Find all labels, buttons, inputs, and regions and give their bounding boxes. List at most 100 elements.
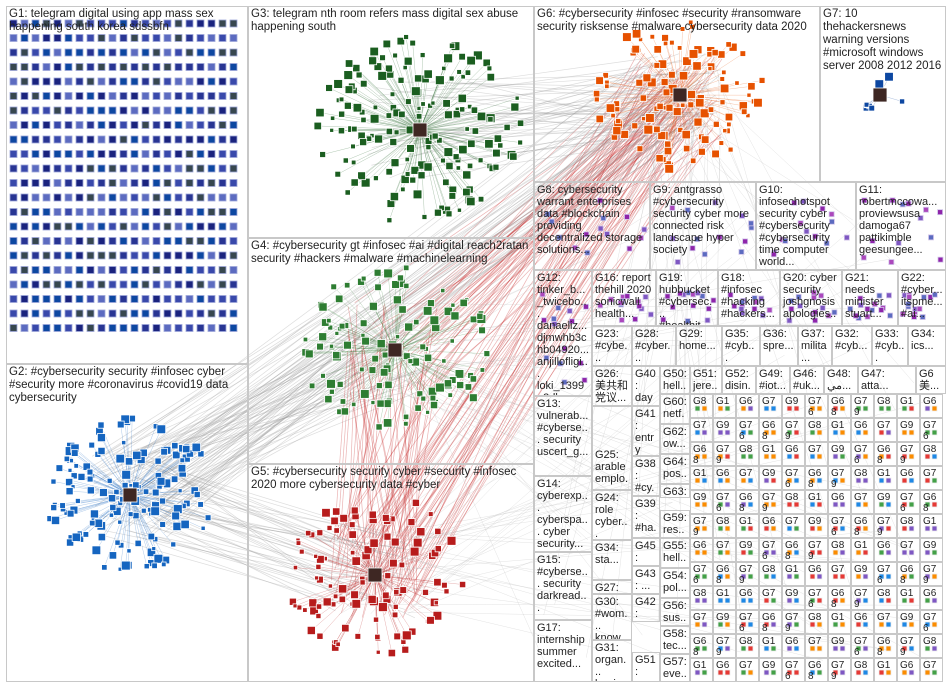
group-label-g56: G56: sus... xyxy=(663,600,687,626)
tiny-group-cell: G6 xyxy=(828,490,851,514)
tiny-group-label: G79 xyxy=(831,660,848,682)
tiny-group-label: G79 xyxy=(785,612,802,634)
tiny-group-cell: G68 xyxy=(690,442,713,466)
tiny-group-label: G8 xyxy=(923,636,940,647)
tiny-group-label: G1 xyxy=(831,612,848,623)
tiny-group-label: G1 xyxy=(923,516,940,527)
group-cell-g12: G12: tinker_b... _twicebo... danaeliz...… xyxy=(534,270,592,396)
group-cell-g17: G17: internship summer excited... xyxy=(534,620,592,682)
tiny-group-label: G8 xyxy=(831,540,848,551)
tiny-group-label: G68 xyxy=(693,636,710,658)
tiny-group-label: G79 xyxy=(716,636,733,658)
group-label-g10: G10: infosechotspot security cyber #cybe… xyxy=(759,184,853,268)
tiny-group-cell: G8 xyxy=(736,634,759,658)
tiny-group-cell: G6 xyxy=(897,658,920,682)
group-label-g33: G33: #cyb... xyxy=(875,328,905,364)
tiny-group-cell: G68 xyxy=(874,442,897,466)
group-cell-g2: G2: #cybersecurity security #infosec cyb… xyxy=(6,364,248,682)
tiny-group-label: G6 xyxy=(739,588,756,599)
group-label-g17: G17: internship summer excited... xyxy=(537,622,589,670)
tiny-group-label: G7 xyxy=(900,540,917,551)
tiny-group-label: G68 xyxy=(831,396,848,418)
group-cell-g59: G59: res... xyxy=(660,510,690,538)
tiny-group-cell: G7 xyxy=(690,418,713,442)
tiny-group-cell: G1 xyxy=(828,610,851,634)
group-label-g27: G27: backd... wordp... xyxy=(595,582,629,594)
tiny-group-cell: G79 xyxy=(851,586,874,610)
group-cell-g4: G4: #cybersecurity gt #infosec #ai #digi… xyxy=(248,238,534,464)
group-label-g21: G21: needs minister stuart... xyxy=(845,272,895,320)
tiny-group-cell: G7 xyxy=(805,442,828,466)
tiny-group-cell: G1 xyxy=(851,538,874,562)
group-cell-g58: G58: tec... xyxy=(660,626,690,654)
tiny-group-cell: G7 xyxy=(828,562,851,586)
tiny-group-label: G7 xyxy=(923,660,940,671)
group-label-g25: G25: arable emplo... xyxy=(595,449,629,490)
tiny-group-cell: G79 xyxy=(713,634,736,658)
tiny-group-cell: G76 xyxy=(851,442,874,466)
group-cell-g14: G14: cyberexp... cyberspa... cyber secur… xyxy=(534,476,592,552)
tiny-group-label: G76 xyxy=(693,564,710,586)
tiny-group-label: G76 xyxy=(854,636,871,658)
tiny-group-label: G79 xyxy=(693,516,710,538)
tiny-group-cell: G9 xyxy=(897,418,920,442)
group-cell-g34b: G34: sta... xyxy=(592,540,632,580)
group-cell-g38: G38: #cy... #se... xyxy=(632,456,660,496)
tiny-group-cell: G1 xyxy=(897,586,920,610)
tiny-group-label: G7 xyxy=(739,660,756,671)
tiny-group-label: G9 xyxy=(716,420,733,431)
group-cell-g45: G45: sorr... xyxy=(632,538,660,566)
tiny-group-cell: G68 xyxy=(897,562,920,586)
tiny-group-cell: G79 xyxy=(805,538,828,562)
tiny-group-label: G6 xyxy=(785,636,802,647)
tiny-group-label: G79 xyxy=(900,636,917,658)
group-cell-g30: G30: #wom... know... xyxy=(592,594,632,640)
group-cell-g34: G34: ics... xyxy=(908,326,946,366)
tiny-group-cell: G68 xyxy=(805,466,828,490)
tiny-group-label: G8 xyxy=(762,564,779,575)
group-label-g41: G41: entry lev... xyxy=(635,408,657,456)
tiny-group-cell: G9 xyxy=(713,610,736,634)
tiny-group-cell: G7 xyxy=(759,394,782,418)
group-label-g52: G52: disin... xyxy=(725,368,753,394)
tiny-group-label: G9 xyxy=(923,540,940,551)
group-cell-g20: G20: cyber security joshgnosis apologies… xyxy=(780,270,842,326)
group-cell-g39: G39: #ha... dro... xyxy=(632,496,660,538)
tiny-group-label: G76 xyxy=(785,660,802,682)
tiny-group-label: G68 xyxy=(762,420,779,442)
tiny-group-label: G1 xyxy=(739,516,756,527)
tiny-group-cell: G79 xyxy=(690,514,713,538)
group-cell-g64: G64: pos... xyxy=(660,454,690,484)
group-cell-g15: G15: #cyberse... security darkread... xyxy=(534,552,592,620)
tiny-group-label: G79 xyxy=(762,492,779,514)
tiny-group-cell: G1 xyxy=(736,514,759,538)
group-label-g34b: G34: sta... xyxy=(595,542,629,566)
tiny-group-label: G1 xyxy=(900,588,917,599)
tiny-group-cell: G76 xyxy=(782,658,805,682)
tiny-group-cell: G8 xyxy=(690,394,713,418)
group-label-g26: G26: 美共和 党议... xyxy=(595,368,629,404)
tiny-group-label: G8 xyxy=(785,492,802,503)
tiny-group-cell: G9 xyxy=(874,490,897,514)
tiny-group-label: G76 xyxy=(900,492,917,514)
tiny-group-label: G6 xyxy=(854,612,871,623)
tiny-group-label: G9 xyxy=(900,612,917,623)
group-cell-g56: G56: sus... xyxy=(660,598,690,626)
group-label-g34: G34: ics... xyxy=(911,328,943,352)
tiny-group-label: G1 xyxy=(808,492,825,503)
tiny-group-label: G1 xyxy=(762,636,779,647)
tiny-group-cell: G76 xyxy=(920,610,943,634)
tiny-group-label: G1 xyxy=(716,396,733,407)
group-label-g46: G46: #uk... xyxy=(793,368,821,392)
tiny-group-label: G7 xyxy=(762,396,779,407)
tiny-group-label: G76 xyxy=(877,564,894,586)
tiny-group-label: G8 xyxy=(716,516,733,527)
tiny-group-cell: G7 xyxy=(805,634,828,658)
tiny-group-cell: G7 xyxy=(851,490,874,514)
tiny-group-label: G1 xyxy=(877,468,894,479)
tiny-group-cell: G7 xyxy=(874,418,897,442)
tiny-group-cell: G8 xyxy=(690,586,713,610)
group-label-g29: G29: home... xyxy=(679,328,719,352)
group-label-g31: G31: organ... begin... xyxy=(595,642,629,682)
